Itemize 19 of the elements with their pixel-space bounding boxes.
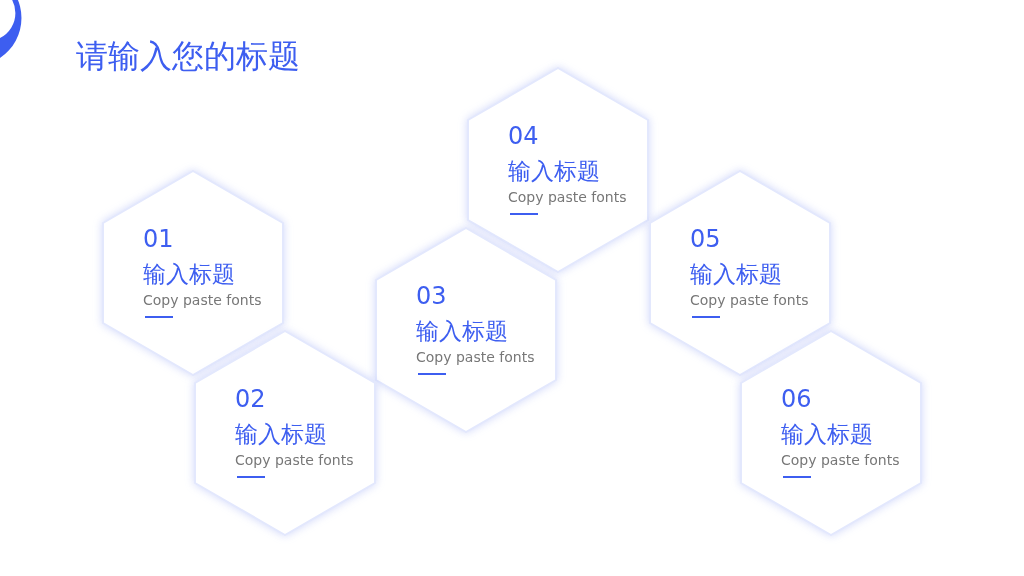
step-title: 输入标题	[508, 157, 600, 185]
step-number: 04	[508, 122, 539, 150]
step-subtitle: Copy paste fonts	[143, 291, 262, 309]
step-title: 输入标题	[143, 260, 235, 288]
step-number: 05	[690, 225, 721, 253]
step-number: 02	[235, 385, 266, 413]
step-subtitle: Copy paste fonts	[781, 451, 900, 469]
step-title: 输入标题	[416, 317, 508, 345]
step-subtitle: Copy paste fonts	[416, 348, 535, 366]
step-number: 03	[416, 282, 447, 310]
step-subtitle: Copy paste fonts	[690, 291, 809, 309]
step-subtitle: Copy paste fonts	[235, 451, 354, 469]
step-number: 01	[143, 225, 174, 253]
step-number: 06	[781, 385, 812, 413]
step-title: 输入标题	[235, 420, 327, 448]
step-subtitle: Copy paste fonts	[508, 188, 627, 206]
step-title: 输入标题	[690, 260, 782, 288]
step-title: 输入标题	[781, 420, 873, 448]
slide-title: 请输入您的标题	[76, 36, 300, 77]
